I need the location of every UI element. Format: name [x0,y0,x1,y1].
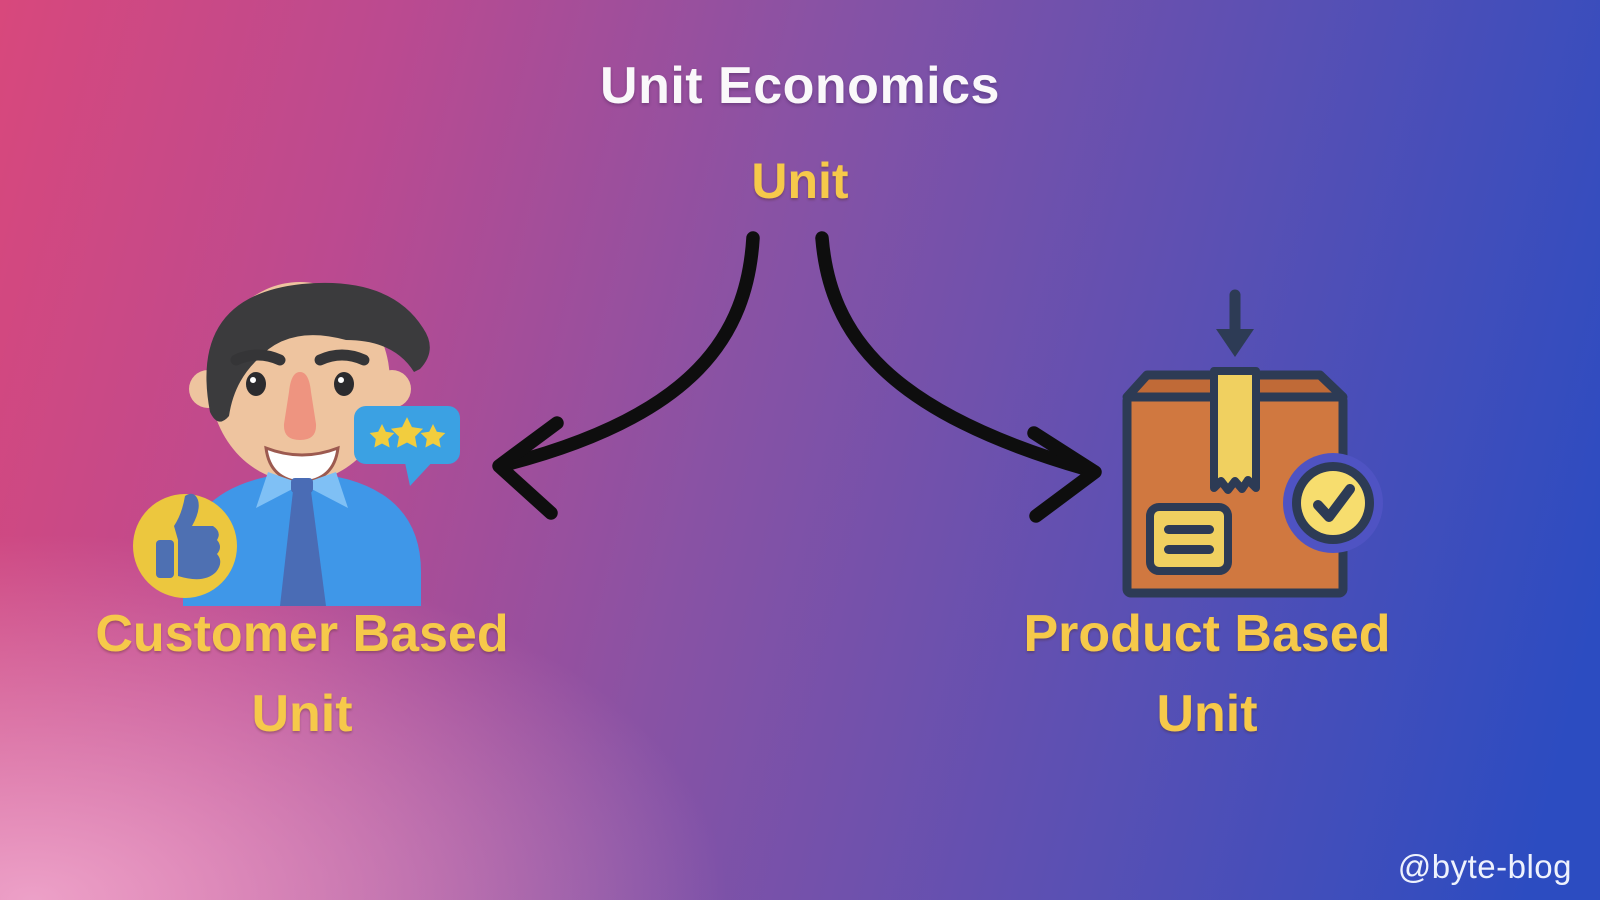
avatar-eyebrow-left [230,349,286,366]
branch-arrow-right-head [1027,426,1102,523]
customer-unit-label: Customer Based Unit [0,594,604,754]
avatar-mouth [264,445,340,484]
package-down-arrow-icon [1216,289,1254,357]
rating-stars-bubble-icon [354,406,460,486]
product-unit-label: Product Based Unit [905,594,1509,754]
label-line [1164,545,1214,554]
product-unit-label-line1: Product Based [1023,605,1391,663]
avatar-hair [206,282,430,422]
avatar-eye-glint-right [338,377,344,383]
branch-arrow-left [501,231,760,471]
avatar-collar-right [302,472,348,508]
label-plate [1146,503,1232,575]
avatar-eyebrow-right [314,349,370,366]
bubble-tail [404,458,436,486]
down-arrow-head [1216,329,1254,357]
root-node-label: Unit [751,153,849,209]
page-title: Unit Economics [600,57,1000,115]
customer-unit-label-line2: Unit [251,685,353,743]
avatar-eye-left [246,372,266,396]
avatar-tie [280,491,326,606]
customer-avatar-icon [133,282,460,606]
branch-arrow-right [815,231,1093,476]
branch-arrow-left-head [492,416,564,520]
package-box-icon [1122,289,1383,598]
check-icon [1313,484,1355,522]
avatar-tie-knot [291,478,313,493]
avatar-collar-left [256,472,302,508]
package-label-icon [1146,503,1232,575]
avatar-nose [283,372,317,440]
label-line [1164,525,1214,534]
check-badge-face [1301,471,1365,535]
package-tape-icon [1210,367,1260,494]
thumbs-up-badge-icon [133,493,237,598]
avatar-eye-glint-left [250,377,256,383]
product-unit-label-line2: Unit [1156,685,1258,743]
thumb-hand [174,493,221,580]
watermark-handle: @byte-blog [1397,848,1572,885]
customer-unit-label-line1: Customer Based [95,605,509,663]
avatar-eye-right [334,372,354,396]
check-badge-icon [1283,453,1383,553]
thumb-fist [156,540,174,578]
